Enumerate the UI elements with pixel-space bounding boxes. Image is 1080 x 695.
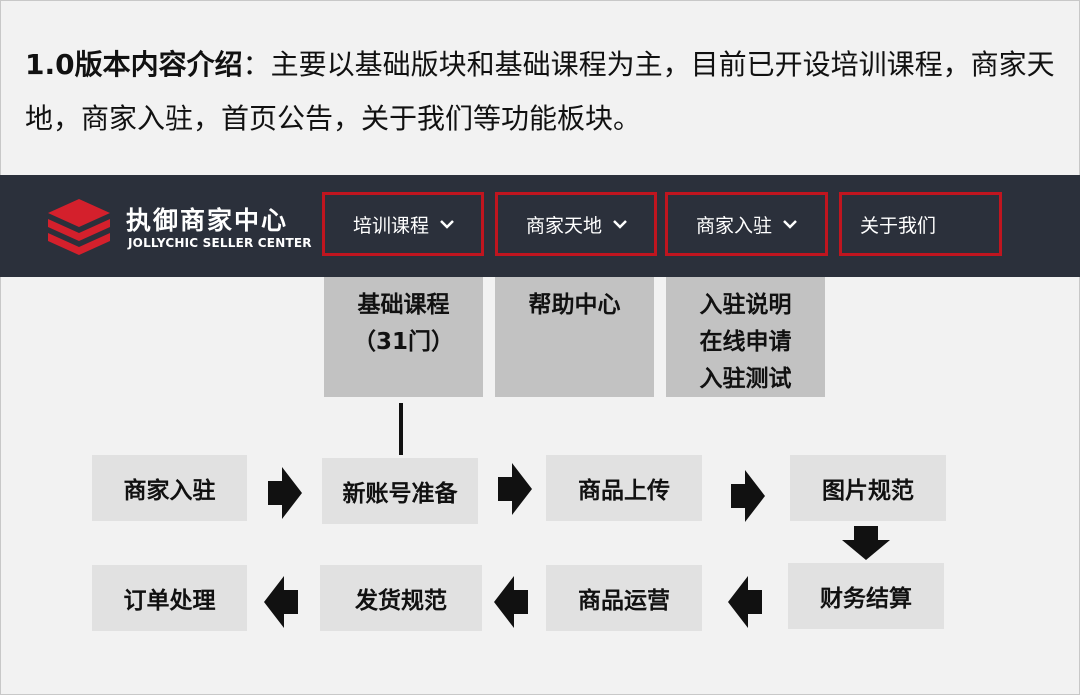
arrow-right-icon	[268, 467, 302, 519]
flow-step: 商家入驻	[92, 455, 247, 521]
flow-step: 财务结算	[788, 563, 944, 629]
chevron-down-icon	[783, 220, 797, 229]
flow-step: 新账号准备	[322, 458, 478, 524]
dropdown-item[interactable]: 在线申请	[699, 329, 792, 355]
arrow-left-icon	[494, 576, 528, 628]
logo-subtitle: JOLLYCHIC SELLER CENTER	[128, 236, 312, 250]
flow-step: 商品上传	[546, 455, 702, 521]
nav-training-courses[interactable]: 培训课程	[322, 192, 484, 256]
nav-merchant-world[interactable]: 商家天地	[495, 192, 657, 256]
dropdown-item[interactable]: 帮助中心	[528, 292, 621, 318]
nav-label: 商家天地	[526, 214, 603, 237]
nav-label: 培训课程	[353, 214, 430, 237]
arrow-down-icon	[842, 526, 890, 560]
dropdown-item[interactable]: （31门）	[352, 329, 454, 355]
dropdown-item[interactable]: 入驻测试	[699, 366, 792, 392]
connector-line	[399, 403, 403, 455]
arrow-left-icon	[728, 576, 762, 628]
intro-text: ：主要以基础版块和基础课程为主，目前已开设培训课程，商家天地，商家入驻，首页公告…	[25, 48, 1055, 135]
flow-step: 发货规范	[320, 565, 482, 631]
logo-title: 执御商家中心	[126, 206, 289, 235]
dropdown-item[interactable]: 入驻说明	[699, 292, 792, 318]
nav-about-us[interactable]: 关于我们	[839, 192, 1002, 256]
flow-step: 图片规范	[790, 455, 946, 521]
seller-center-navbar: 执御商家中心 JOLLYCHIC SELLER CENTER 培训课程 商家天地…	[0, 175, 1080, 277]
nav-label: 商家入驻	[696, 214, 773, 237]
dropdown-training: 基础课程 （31门）	[324, 277, 483, 397]
chevron-down-icon	[613, 220, 627, 229]
nav-merchant-onboarding[interactable]: 商家入驻	[665, 192, 828, 256]
arrow-right-icon	[731, 470, 765, 522]
arrow-left-icon	[264, 576, 298, 628]
intro-label: 1.0版本内容介绍	[25, 48, 243, 81]
flow-step: 订单处理	[92, 565, 247, 631]
dropdown-merchant-world: 帮助中心	[495, 277, 654, 397]
dropdown-onboarding: 入驻说明 在线申请 入驻测试	[666, 277, 825, 397]
nav-label: 关于我们	[860, 214, 937, 237]
arrow-right-icon	[498, 463, 532, 515]
flow-step: 商品运营	[546, 565, 702, 631]
dropdown-item[interactable]: 基础课程	[357, 292, 450, 318]
intro-paragraph: 1.0版本内容介绍：主要以基础版块和基础课程为主，目前已开设培训课程，商家天地，…	[25, 38, 1055, 146]
chevron-down-icon	[440, 220, 454, 229]
logo-icon	[48, 199, 110, 255]
